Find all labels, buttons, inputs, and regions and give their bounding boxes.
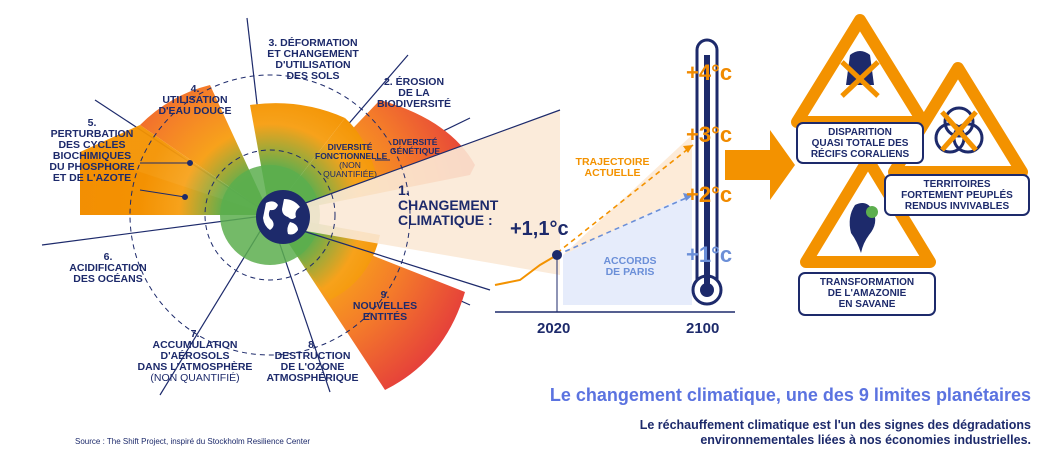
pointer-lines [139,159,390,200]
temp-level-4: +4°c [686,60,733,85]
label-phosphore-azote: 5. PERTURBATION DES CYCLES BIOCHIMIQUES … [49,117,135,184]
temp-level-2: +2°c [686,182,733,207]
historical-line [494,254,558,286]
outer-boundary-circle [129,74,411,356]
year-2100: 2100 [686,320,720,337]
current-temperature: +1,1°c [510,218,569,240]
earth-globe-icon [256,190,310,244]
consequence-coraux: DISPARITION QUASI TOTALE DES RÉCIFS CORA… [796,122,924,164]
label-biodiversite: 2. ÉROSION DE LA BIODIVERSITÉ [376,76,452,110]
paris-area [563,193,692,305]
source-note: Source : The Shift Project, inspiré du S… [75,437,311,446]
safe-boundary-circle [204,149,336,281]
consequence-amazonie: TRANSFORMATION DE L'AMAZONIE EN SAVANE [798,272,936,316]
climate-beam [300,110,560,275]
consequence-territoires: TERRITOIRES FORTEMENT PEUPLÉS RENDUS INV… [884,174,1030,216]
label-diversite-fonctionnelle: DIVERSITÉ FONCTIONNELLE (NON QUANTIFIÉE) [315,134,388,188]
warning-triangle-population-icon [888,62,1028,178]
diversite-fonctionnelle-text: DIVERSITÉ FONCTIONNELLE [315,142,388,161]
paris-line [556,194,694,256]
label-sols: 3. DÉFORMATION ET CHANGEMENT D'UTILISATI… [267,37,359,82]
label-diversite-genetique: DIVERSITÉ GÉNÉTIQUE [389,137,441,156]
label-accords-paris: ACCORDS DE PARIS [603,255,657,278]
main-title: Le changement climatique, une des 9 limi… [549,385,1031,405]
aerosols-sub: (NON QUANTIFIÉ) [150,372,240,384]
aerosols-text: 7. ACCUMULATION D'AÉROSOLS DANS L'ATMOSP… [137,328,253,373]
warning-triangle-coral-icon [791,14,929,128]
label-ozone: 8. DESTRUCTION DE L'OZONE ATMOSPHÉRIQUE [266,339,359,384]
temp-level-1: +1°c [686,242,733,267]
temperature-chart [494,135,735,313]
label-nouvelles-entites: 9. NOUVELLES ENTITÉS [352,289,418,323]
current-point [552,250,562,260]
diversite-fonctionnelle-sub: (NON QUANTIFIÉE) [323,160,377,179]
trajectory-area [563,135,692,255]
year-2020: 2020 [537,320,571,337]
thermometer-icon [691,38,723,306]
trajectoire-line [556,144,694,254]
label-trajectoire: TRAJECTOIRE ACTUELLE [575,156,650,179]
label-acidification: 6. ACIDIFICATION DES OCÉANS [69,251,147,285]
wedges [80,85,475,390]
temp-level-3: +3°c [686,122,733,147]
label-aerosols: 7. ACCUMULATION D'AÉROSOLS DANS L'ATMOSP… [130,318,260,395]
consequence-arrow [725,130,795,200]
main-subtitle: Le réchauffement climatique est l'un des… [639,418,1031,447]
label-eau-douce: 4. UTILISATION D'EAU DOUCE [158,83,232,117]
label-changement-climatique: 1. CHANGEMENT CLIMATIQUE : [398,182,499,228]
